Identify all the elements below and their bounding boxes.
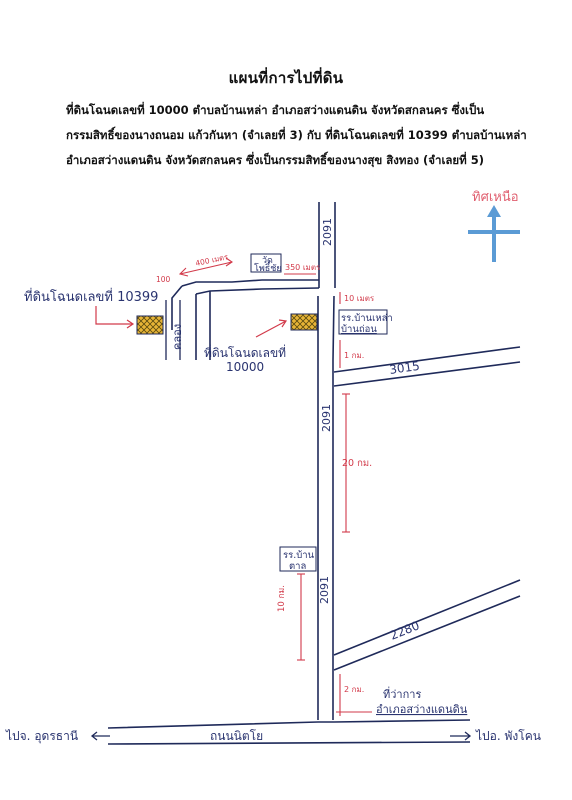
route-2280-road <box>333 579 521 671</box>
description-line-1: ที่ดินโฉนดเลขที่ 10000 ตำบลบ้านเหล่า อำเ… <box>66 103 485 117</box>
parcel-10399-label: ที่ดินโฉนดเลขที่ 10399 <box>24 288 158 305</box>
village-road <box>171 279 320 360</box>
parcel-10000-arrow <box>255 319 288 338</box>
distance-marker-400m <box>178 257 233 277</box>
distance-20km: 20 กม. <box>342 458 372 469</box>
distance-marker-20km <box>342 393 350 533</box>
route-2091-label-lower: 2091 <box>318 576 331 604</box>
school-ban-lao-line1: รร.บ้านเหล่า <box>341 313 393 324</box>
route-3015-label: 3015 <box>388 359 420 377</box>
school-ban-lao-line2: บ้านถ่อน <box>341 324 377 335</box>
distance-marker-10km <box>297 573 305 661</box>
distance-10km: 10 กม. <box>277 585 287 612</box>
page-title: แผนที่การไปที่ดิน <box>228 69 344 87</box>
landmark-box-top <box>250 253 282 273</box>
parcel-10399-arrow <box>95 306 135 329</box>
district-office-line2: อำเภอสว่างแดนดิน <box>376 703 468 716</box>
parcel-10399-marker <box>136 315 164 335</box>
distance-1km: 1 กม. <box>344 351 364 360</box>
north-arrow-icon <box>468 205 520 262</box>
top-landmark-line2: โพธิ์ชัย <box>254 261 282 274</box>
description-line-2: กรรมสิทธิ์ของนางถนอม แก้วกันหา (จำเลยที่… <box>66 128 527 142</box>
compass-label: ทิศเหนือ <box>472 189 519 205</box>
nittayo-road-label: ถนนนิตโย <box>210 729 263 743</box>
to-udon-label: ไปจ. อุดรธานี <box>5 729 78 744</box>
right-arrow-icon <box>450 731 472 741</box>
canal <box>165 300 181 360</box>
parcel-10000-marker <box>290 313 318 331</box>
district-office-line1: ที่ว่าการ <box>383 686 421 701</box>
distance-350m: 350 เมตร <box>285 263 321 272</box>
to-phang-khon-label: ไปอ. พังโคน <box>475 729 541 743</box>
description-line-3: อำเภอสว่างแดนดิน จังหวัดสกลนคร ซึ่งเป็นก… <box>66 153 485 167</box>
canal-label: คลอง <box>171 324 184 350</box>
school-ban-lao-box <box>338 309 388 335</box>
school-ban-tan-box <box>279 546 317 572</box>
distance-100: 100 <box>156 275 171 284</box>
school-ban-tan-line2: ตาล <box>289 561 307 572</box>
parcel-10000-label-line2: 10000 <box>226 360 264 374</box>
distance-400m: 400 เมตร <box>195 252 229 268</box>
parcel-10000-label-line1: ที่ดินโฉนดเลขที่ <box>204 344 286 360</box>
route-2280-label: 2280 <box>388 618 422 642</box>
distance-10m: 10 เมตร <box>344 294 375 303</box>
top-landmark-line1: วัด <box>262 256 273 266</box>
school-ban-tan-line1: รร.บ้าน <box>283 550 315 561</box>
route-2091-road <box>317 202 336 720</box>
left-arrow-icon <box>90 731 110 741</box>
nittayo-road <box>107 719 471 745</box>
route-2091-label-top: 2091 <box>321 218 334 246</box>
route-2091-label-mid: 2091 <box>320 404 333 432</box>
route-3015-road <box>333 346 521 387</box>
distance-2km: 2 กม. <box>344 685 364 694</box>
